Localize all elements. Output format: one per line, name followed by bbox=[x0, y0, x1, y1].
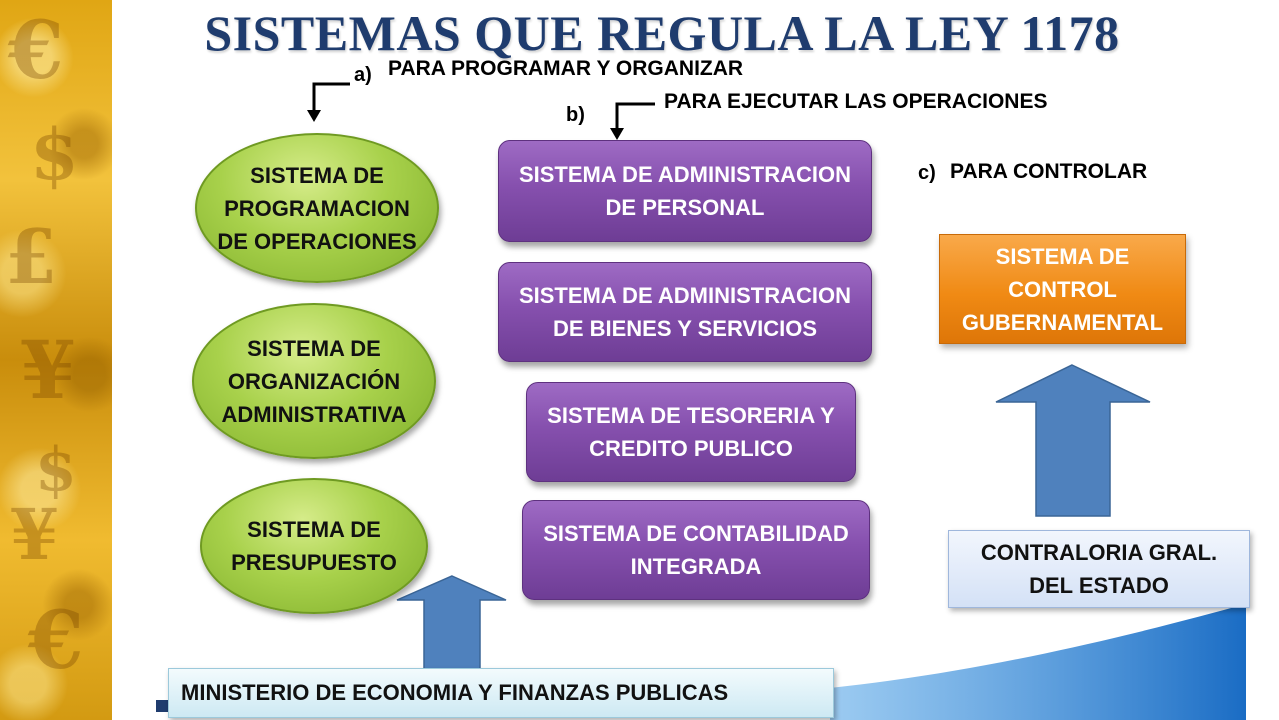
box-label: SISTEMA DE CONTABILIDAD INTEGRADA bbox=[543, 521, 849, 579]
box-tesoreria-credito-publico: SISTEMA DE TESORERIA Y CREDITO PUBLICO bbox=[526, 382, 856, 482]
box-label: SISTEMA DE ADMINISTRACION DE PERSONAL bbox=[518, 162, 852, 220]
box-contabilidad-integrada: SISTEMA DE CONTABILIDAD INTEGRADA bbox=[522, 500, 870, 600]
ellipse-programacion-operaciones: SISTEMA DE PROGRAMACION DE OPERACIONES bbox=[195, 133, 439, 283]
label-b-letter: b) bbox=[566, 104, 585, 126]
box-label: MINISTERIO DE ECONOMIA Y FINANZAS PUBLIC… bbox=[181, 680, 729, 705]
ellipse-organizacion-administrativa: SISTEMA DE ORGANIZACIÓN ADMINISTRATIVA bbox=[192, 303, 436, 459]
arrow-b-connector bbox=[615, 102, 655, 130]
arrow-b-head bbox=[610, 128, 624, 140]
blue-swoosh-background bbox=[830, 604, 1246, 720]
bottom-left-bar bbox=[156, 700, 170, 712]
yen-symbol-icon: ¥ bbox=[10, 493, 59, 576]
pound-symbol-icon: £ bbox=[5, 213, 58, 301]
ellipse-label: SISTEMA DE ORGANIZACIÓN ADMINISTRATIVA bbox=[221, 335, 407, 427]
arrow-a-head bbox=[307, 110, 321, 122]
label-b-text: PARA EJECUTAR LAS OPERACIONES bbox=[664, 90, 1048, 113]
box-label: CONTRALORIA GRAL. DEL ESTADO bbox=[980, 540, 1218, 598]
euro-symbol-icon: € bbox=[8, 3, 64, 97]
box-administracion-personal: SISTEMA DE ADMINISTRACION DE PERSONAL bbox=[498, 140, 872, 242]
ellipse-label: SISTEMA DE PROGRAMACION DE OPERACIONES bbox=[217, 162, 417, 254]
box-contraloria-estado: CONTRALORIA GRAL. DEL ESTADO bbox=[948, 530, 1250, 608]
dollar-symbol-icon: $ bbox=[35, 435, 77, 505]
contraloria-up-arrow bbox=[995, 364, 1151, 517]
ellipse-presupuesto: SISTEMA DE PRESUPUESTO bbox=[200, 478, 428, 614]
label-c-letter: c) bbox=[918, 162, 936, 184]
box-label: SISTEMA DE TESORERIA Y CREDITO PUBLICO bbox=[547, 403, 835, 461]
label-c-text: PARA CONTROLAR bbox=[950, 160, 1148, 183]
page-title: SISTEMAS QUE REGULA LA LEY 1178 bbox=[204, 5, 1120, 61]
dollar-symbol-icon: $ bbox=[30, 113, 79, 196]
ministerio-up-arrow bbox=[396, 575, 507, 673]
money-background-strip: € $ £ ¥ $ ¥ € bbox=[0, 0, 112, 720]
yen-symbol-icon: ¥ bbox=[20, 323, 76, 417]
box-label: SISTEMA DE CONTROL GUBERNAMENTAL bbox=[961, 243, 1164, 335]
box-ministerio-economia: MINISTERIO DE ECONOMIA Y FINANZAS PUBLIC… bbox=[168, 668, 834, 718]
arrow-a-connector bbox=[312, 82, 350, 112]
box-label: SISTEMA DE ADMINISTRACION DE BIENES Y SE… bbox=[518, 283, 852, 341]
euro-symbol-icon: € bbox=[28, 593, 84, 687]
box-administracion-bienes-servicios: SISTEMA DE ADMINISTRACION DE BIENES Y SE… bbox=[498, 262, 872, 362]
label-a-text: PARA PROGRAMAR Y ORGANIZAR bbox=[388, 57, 744, 80]
label-a-letter: a) bbox=[354, 64, 372, 86]
ellipse-label: SISTEMA DE PRESUPUESTO bbox=[231, 517, 397, 575]
box-control-gubernamental: SISTEMA DE CONTROL GUBERNAMENTAL bbox=[939, 234, 1186, 344]
